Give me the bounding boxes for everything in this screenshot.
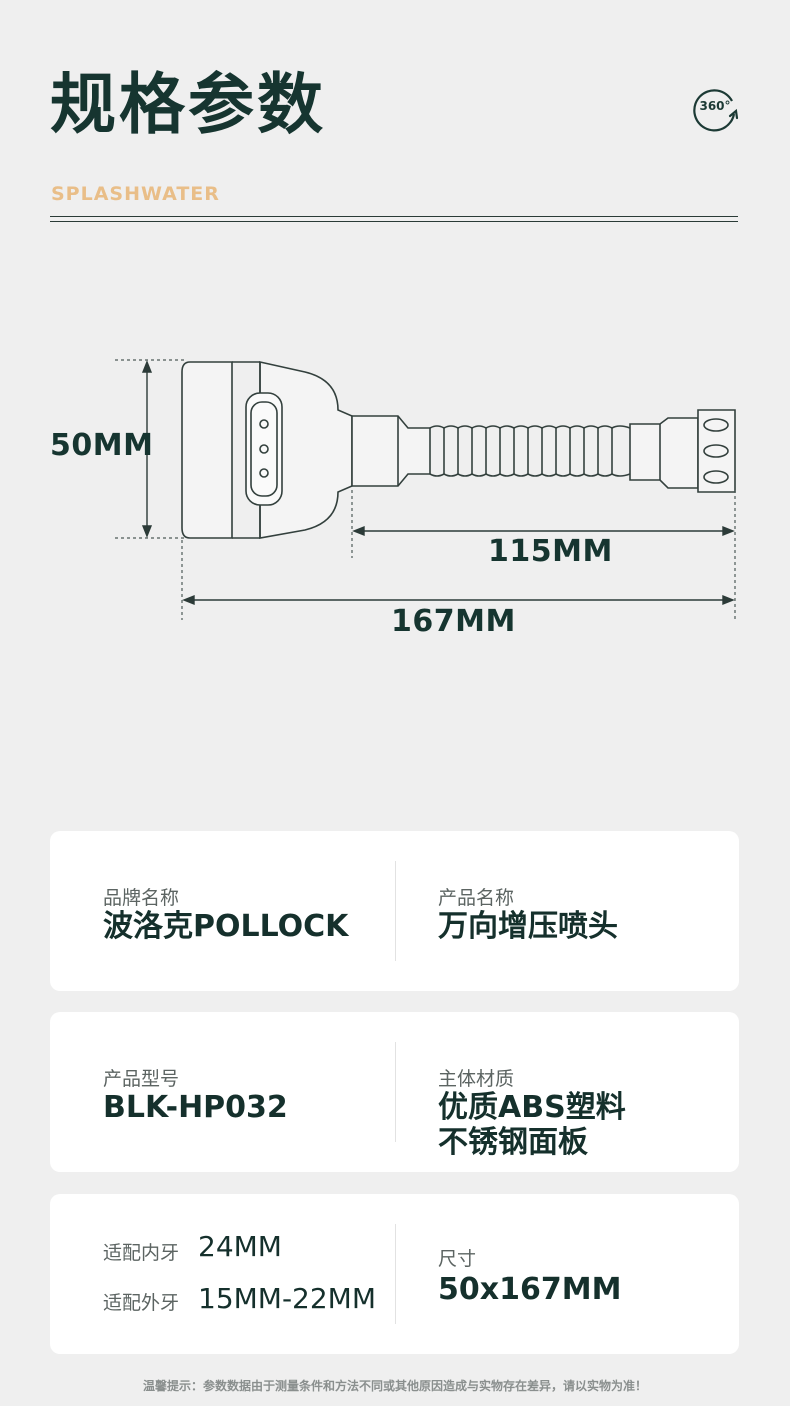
spec-card-brand: 品牌名称 波洛克POLLOCK 产品名称 万向增压喷头 [50,831,739,991]
header-divider-thin [50,221,738,222]
card-divider [395,861,396,961]
material-value-line2: 不锈钢面板 [438,1125,588,1160]
height-dimension: 50MM [50,428,154,463]
spec-card-size: 适配内牙 24MM 适配外牙 15MM-22MM 尺寸 50x167MM [50,1194,739,1354]
model-label: 产品型号 [103,1068,180,1090]
material-value-line1: 优质ABS塑料 [438,1090,626,1125]
brand-value: 波洛克POLLOCK [103,909,349,944]
outer-thread-value: 15MM-22MM [198,1282,376,1315]
product-name-label: 产品名称 [438,887,515,909]
badge-text: 360° [699,99,730,113]
brand-label: 品牌名称 [103,887,180,909]
material-label: 主体材质 [438,1068,515,1090]
header-divider [50,216,738,217]
rotate-360-icon: 360° [692,84,740,132]
page-title: 规格参数 [50,66,326,143]
size-label: 尺寸 [438,1248,477,1270]
inner-thread-value: 24MM [198,1230,282,1263]
model-value: BLK-HP032 [103,1090,288,1125]
spec-card-model: 产品型号 BLK-HP032 主体材质 优质ABS塑料 不锈钢面板 [50,1012,739,1172]
size-value: 50x167MM [438,1272,622,1307]
footer-notice: 温馨提示：参数数据由于测量条件和方法不同或其他原因造成与实物存在差异，请以实物为… [142,1379,647,1393]
product-dimension-drawing: 50MM 115MM 167MM [0,330,790,650]
card-divider [395,1042,396,1142]
brand-subtitle: SPLASHWATER [51,183,220,205]
outer-thread-label: 适配外牙 [103,1292,180,1314]
card-divider [395,1224,396,1324]
total-length-dimension: 167MM [391,604,516,639]
inner-thread-label: 适配内牙 [103,1242,180,1264]
hose-length-dimension: 115MM [488,534,613,569]
product-name-value: 万向增压喷头 [438,909,618,944]
shower-head-diagram [115,359,736,620]
